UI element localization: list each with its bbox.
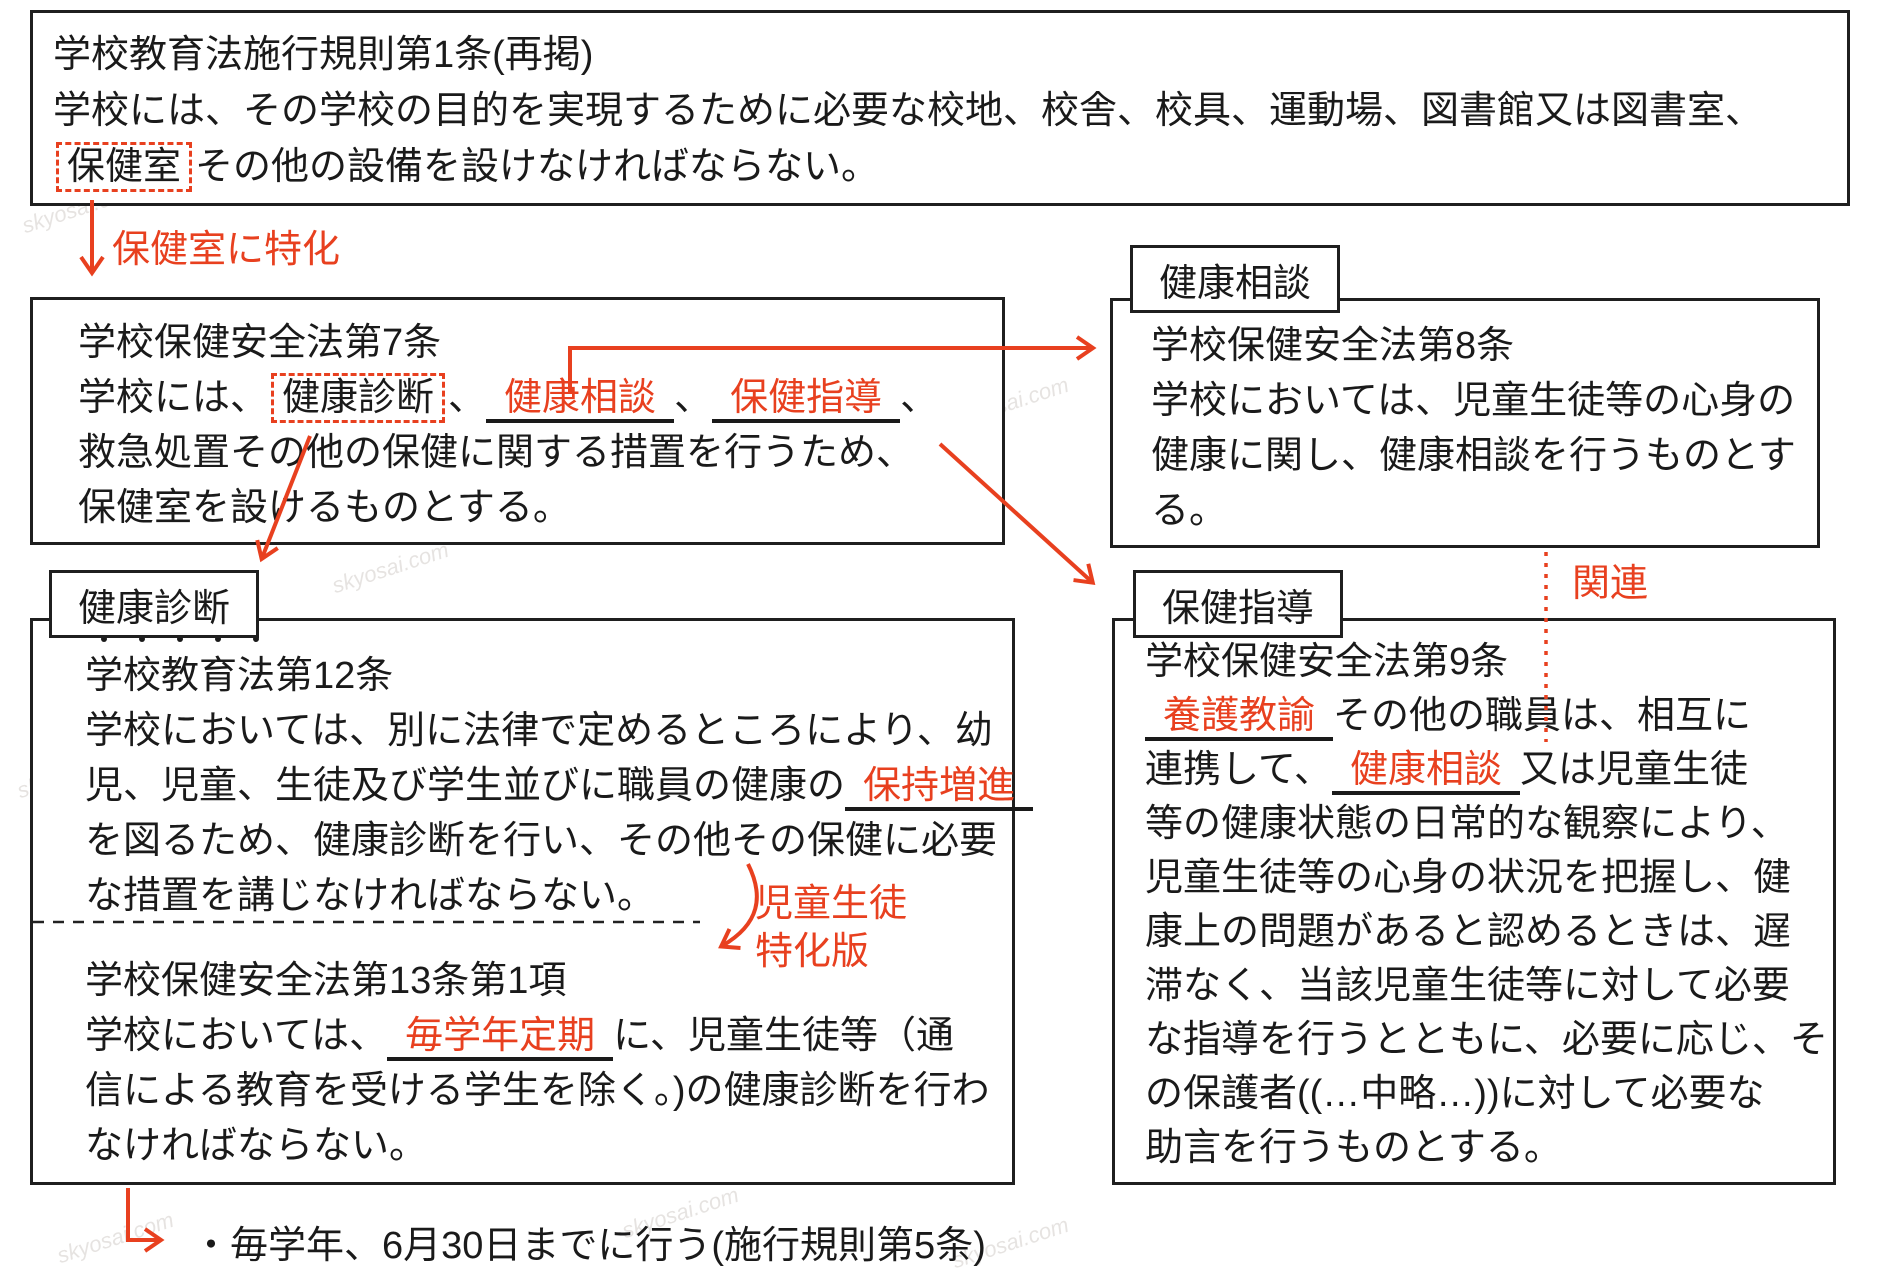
law-text-line: 児童生徒等の心身の状況を把握し、健 bbox=[1145, 851, 1825, 905]
text-segment: 助言を行うものとする。 bbox=[1145, 1127, 1562, 1169]
text-segment: 保健室を設けるものとする。 bbox=[78, 487, 571, 529]
underlined-term: 健康相談 bbox=[1331, 749, 1520, 795]
text-segment: 学校教育法第12条 bbox=[85, 655, 394, 697]
text-segment: 救急処置その他の保健に関する措置を行うため、 bbox=[78, 432, 915, 474]
law-text-line: の保護者((…中略…))に対して必要な bbox=[1145, 1067, 1825, 1121]
text-segment: に、児童生徒等（通 bbox=[613, 1015, 954, 1057]
law-text-line: る。 bbox=[1151, 484, 1807, 539]
law-text-line: 滞なく、当該児童生徒等に対して必要 bbox=[1145, 959, 1825, 1013]
text-segment: 児、児童、生徒及び学生並びに職員の健康の bbox=[85, 765, 846, 807]
text-segment: な措置を講じなければならない。 bbox=[85, 875, 656, 917]
text-segment: 児童生徒等の心身の状況を把握し、健 bbox=[1145, 857, 1792, 899]
text-segment: る。 bbox=[1151, 490, 1228, 532]
law-text-line: 信による教育を受ける学生を除く。)の健康診断を行わ bbox=[85, 1064, 1002, 1119]
law-text-line: なければならない。 bbox=[85, 1119, 1002, 1174]
law-text-line: 健康に関し、健康相談を行うものとす bbox=[1151, 429, 1807, 484]
tag-health-guidance: 保健指導 bbox=[1133, 570, 1343, 638]
text-segment: 、 bbox=[448, 377, 487, 419]
text-segment: 学校保健安全法第7条 bbox=[78, 322, 442, 364]
law-text-line: 学校においては、別に法律で定めるところにより、幼 bbox=[85, 704, 1002, 759]
text-segment: 康上の問題があると認めるときは、遅 bbox=[1145, 911, 1792, 953]
text-segment: 学校には、 bbox=[78, 377, 269, 419]
law-box-health-examination-articles: 学校教育法第12条学校においては、別に法律で定めるところにより、幼児、児童、生徒… bbox=[30, 618, 1034, 1185]
law-text-line: 保健室を設けるものとする。 bbox=[78, 481, 992, 536]
watermark: skyosai.com bbox=[53, 1206, 177, 1269]
underlined-term: 養護教諭 bbox=[1145, 695, 1334, 741]
article12-text: 学校教育法第12条学校においては、別に法律で定めるところにより、幼児、児童、生徒… bbox=[85, 649, 1034, 924]
annotation-student-specific-line2: 特化版 bbox=[755, 931, 870, 973]
tag-health-consultation: 健康相談 bbox=[1130, 245, 1340, 313]
annotation-specialized-to-health-room: 保健室に特化 bbox=[112, 229, 341, 271]
underlined-term: 健康相談 bbox=[486, 377, 675, 423]
law-text-line: 学校には、その学校の目的を実現するために必要な校地、校舎、校具、運動場、図書館又… bbox=[53, 83, 1837, 139]
text-segment: の保護者((…中略…))に対して必要な bbox=[1145, 1073, 1765, 1115]
text-segment: 学校教育法施行規則第1条(再掲) bbox=[53, 34, 594, 76]
law-text-line: 等の健康状態の日常的な観察により、 bbox=[1145, 797, 1825, 851]
article13-text: 学校保健安全法第13条第1項学校においては、毎学年定期に、児童生徒等（通信による… bbox=[85, 954, 1002, 1174]
law-box-school-health-safety-article8: 学校保健安全法第8条学校においては、児童生徒等の心身の健康に関し、健康相談を行う… bbox=[1110, 298, 1820, 548]
law-box-school-health-safety-article7: 学校保健安全法第7条学校には、健康診断、健康相談、保健指導、救急処置その他の保健… bbox=[30, 297, 1005, 545]
text-segment: 学校保健安全法第9条 bbox=[1145, 641, 1509, 683]
text-segment: な指導を行うとともに、必要に応じ、そ bbox=[1145, 1019, 1828, 1061]
tag-health-examination: 健康診断 bbox=[49, 570, 259, 638]
law-text-line: 児、児童、生徒及び学生並びに職員の健康の保持増進 bbox=[85, 759, 1034, 814]
law-text-line: 学校保健安全法第8条 bbox=[1151, 319, 1807, 374]
text-segment: 学校保健安全法第13条第1項 bbox=[85, 960, 567, 1002]
text-segment: 学校においては、 bbox=[85, 1015, 388, 1057]
schedule-note: ・毎学年、6月30日までに行う(施行規則第5条) bbox=[192, 1225, 986, 1267]
law-text-line: な指導を行うとともに、必要に応じ、そ bbox=[1145, 1013, 1828, 1067]
text-segment: 連携して、 bbox=[1145, 749, 1332, 791]
text-segment: 学校においては、別に法律で定めるところにより、幼 bbox=[85, 710, 993, 752]
law-text-line: 学校には、健康診断、健康相談、保健指導、 bbox=[78, 371, 992, 426]
law-text-line: 学校においては、毎学年定期に、児童生徒等（通 bbox=[85, 1009, 1002, 1064]
dashed-highlight-term: 健康診断 bbox=[271, 373, 446, 423]
text-segment: 学校には、その学校の目的を実現するために必要な校地、校舎、校具、運動場、図書館又… bbox=[53, 90, 1764, 132]
text-segment: 健康に関し、健康相談を行うものとす bbox=[1151, 435, 1796, 477]
law-text-line: 学校教育法第12条 bbox=[85, 649, 1002, 704]
annotation-related: 関連 bbox=[1572, 563, 1649, 605]
text-segment: その他の設備を設けなければならない。 bbox=[195, 146, 880, 188]
law-text-line: 学校においては、児童生徒等の心身の bbox=[1151, 374, 1807, 429]
text-segment: 学校においては、児童生徒等の心身の bbox=[1151, 380, 1796, 422]
law-text-line: を図るため、健康診断を行い、その他その保健に必要 bbox=[85, 814, 1002, 869]
underlined-term: 毎学年定期 bbox=[387, 1015, 614, 1061]
text-segment: 、 bbox=[900, 377, 939, 419]
text-segment: 信による教育を受ける学生を除く。)の健康診断を行わ bbox=[85, 1070, 990, 1112]
watermark: skyosai.com bbox=[328, 536, 452, 599]
text-segment: なければならない。 bbox=[85, 1125, 428, 1167]
law-box-school-education-rule-article1: 学校教育法施行規則第1条(再掲) 学校には、その学校の目的を実現するために必要な校… bbox=[30, 10, 1850, 206]
dashed-highlight-term: 保健室 bbox=[56, 142, 193, 192]
law-text-line: な措置を講じなければならない。 bbox=[85, 869, 1002, 924]
law-text-line: 助言を行うものとする。 bbox=[1145, 1121, 1825, 1175]
text-segment: を図るため、健康診断を行い、その他その保健に必要 bbox=[85, 820, 998, 862]
law-text-line: 学校保健安全法第7条 bbox=[78, 316, 992, 371]
law-box-school-health-safety-article9: 学校保健安全法第9条養護教諭その他の職員は、相互に連携して、健康相談又は児童生徒… bbox=[1112, 618, 1836, 1185]
law-text-line: 康上の問題があると認めるときは、遅 bbox=[1145, 905, 1825, 959]
law-text-line: 保健室その他の設備を設けなければならない。 bbox=[53, 139, 1837, 195]
underlined-term: 保健指導 bbox=[712, 377, 901, 423]
text-segment: その他の職員は、相互に bbox=[1333, 695, 1752, 737]
law-text-line: 救急処置その他の保健に関する措置を行うため、 bbox=[78, 426, 992, 481]
law-text-line: 連携して、健康相談又は児童生徒 bbox=[1145, 743, 1825, 797]
law-text-line: 養護教諭その他の職員は、相互に bbox=[1145, 689, 1825, 743]
law-text-line: 学校保健安全法第13条第1項 bbox=[85, 954, 1002, 1009]
law-text-line: 学校教育法施行規則第1条(再掲) bbox=[53, 27, 1837, 83]
text-segment: 滞なく、当該児童生徒等に対して必要 bbox=[1145, 965, 1790, 1007]
text-segment: 学校保健安全法第8条 bbox=[1151, 325, 1515, 367]
text-segment: 等の健康状態の日常的な観察により、 bbox=[1145, 803, 1789, 845]
text-segment: 、 bbox=[674, 377, 713, 419]
underlined-term: 保持増進 bbox=[845, 765, 1034, 811]
text-segment: 又は児童生徒 bbox=[1519, 749, 1748, 791]
law-text-line: 学校保健安全法第9条 bbox=[1145, 635, 1825, 689]
emphasis-dots bbox=[85, 636, 275, 642]
annotation-student-specific-line1: 児童生徒 bbox=[755, 883, 908, 925]
